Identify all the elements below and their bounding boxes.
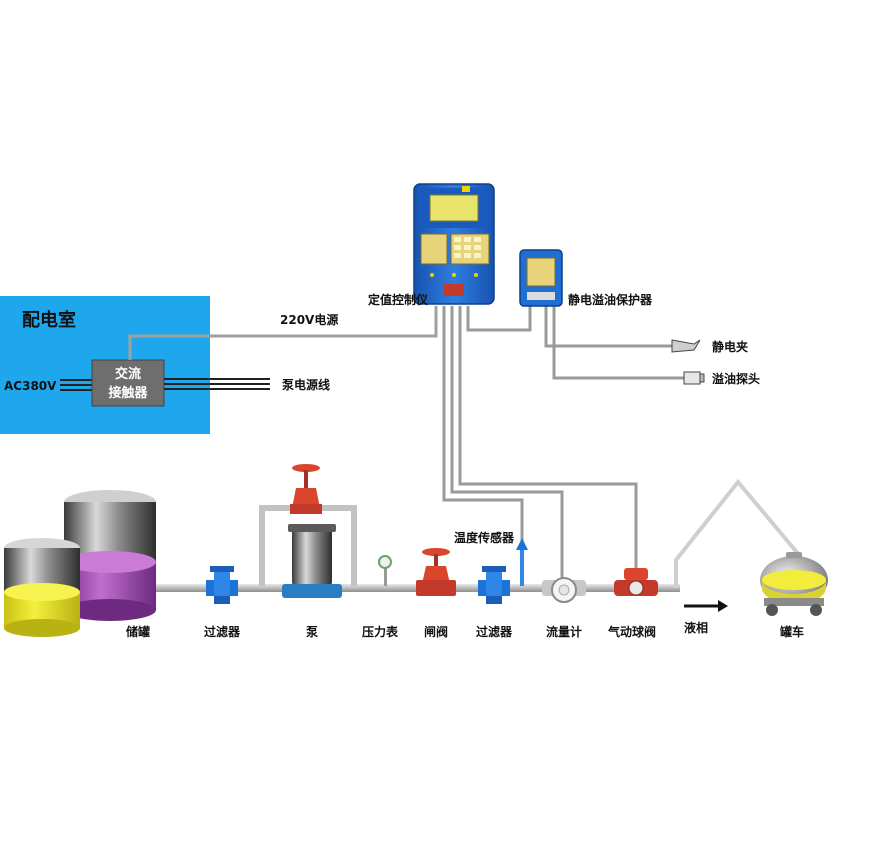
- contactor-box: [91, 359, 165, 407]
- tanker-wheel-left: [766, 604, 778, 616]
- overflow-probe-label: 溢油探头: [712, 371, 760, 386]
- storage-tanks: [4, 490, 156, 637]
- arrow-right-icon: [718, 600, 728, 612]
- flowmeter: [542, 577, 586, 603]
- pneumatic-ball-valve: [614, 568, 658, 596]
- gauge-icon: [378, 555, 392, 569]
- power-room: 配电室 AC380V 交流 接触器 泵电源线: [0, 296, 330, 434]
- overflow-probe: 溢油探头: [683, 371, 760, 386]
- label-gate-valve: 闸阀: [424, 624, 448, 639]
- label-tank: 储罐: [126, 624, 150, 639]
- controller-lcd: [429, 194, 479, 222]
- label-filter-1: 过滤器: [204, 624, 241, 639]
- protector-label: 静电溢油保护器: [568, 292, 653, 307]
- pressure-gauge: [378, 555, 392, 586]
- pump-power-lines: [164, 378, 270, 390]
- temp-sensor-icon: [516, 538, 528, 550]
- controller-label: 定值控制仪: [368, 292, 429, 307]
- temperature-sensor: 温度传感器: [454, 530, 528, 586]
- static-clamp-label: 静电夹: [712, 339, 748, 354]
- tanker: [760, 552, 828, 616]
- label-filter-2: 过滤器: [476, 624, 513, 639]
- tanker-chassis: [764, 598, 824, 606]
- label-pressure-gauge: 压力表: [362, 624, 399, 639]
- bypass-valve-handwheel: [292, 464, 320, 472]
- fixed-value-controller: 定值控制仪: [368, 183, 495, 307]
- label-flowmeter: 流量计: [546, 624, 582, 639]
- label-tanker: 罐车: [779, 624, 804, 639]
- temp-sensor-label: 温度传感器: [454, 530, 515, 545]
- component-labels: 储罐 过滤器 泵 压力表 闸阀 过滤器 流量计 气动球阀 液相 罐车: [126, 620, 804, 639]
- bypass-valve: [290, 464, 322, 514]
- gate-valve: [416, 548, 456, 596]
- protector-display: [526, 257, 556, 287]
- power-220v-label: 220V电源: [280, 312, 338, 327]
- controller-indicators: [430, 273, 478, 277]
- tanker-wheel-right: [810, 604, 822, 616]
- protector-label-plate: [527, 292, 555, 300]
- controller-side-panel: [420, 233, 448, 265]
- gate-valve-handwheel: [422, 548, 450, 556]
- main-pipe: [150, 584, 680, 592]
- probe-icon: [683, 371, 701, 385]
- pump-motor: [292, 528, 332, 586]
- filter-2: [478, 566, 510, 604]
- flow-arrow: [684, 600, 728, 612]
- static-clamp: 静电夹: [671, 339, 748, 354]
- controller-warning-label: [462, 186, 470, 192]
- pump-power-line-label: 泵电源线: [282, 377, 330, 392]
- keypad-keys: [454, 237, 481, 258]
- power-room-title: 配电室: [22, 309, 76, 331]
- loading-arm: [674, 478, 802, 588]
- label-liquid-phase: 液相: [684, 620, 708, 635]
- controller-terminal: [444, 284, 464, 296]
- contactor-label-1: 交流: [115, 366, 141, 382]
- pump: [282, 524, 342, 598]
- filter-1: [206, 566, 238, 604]
- clamp-icon: [671, 339, 701, 353]
- signal-cables: [442, 306, 684, 580]
- contactor-label-2: 接触器: [108, 385, 148, 401]
- label-pump: 泵: [306, 625, 318, 639]
- power-220v-line: 220V电源: [128, 306, 438, 360]
- static-overflow-protector: 静电溢油保护器: [519, 249, 653, 307]
- ac380-input-lines: [60, 379, 92, 391]
- pump-casing: [282, 584, 342, 598]
- label-ball-valve: 气动球阀: [607, 624, 656, 639]
- voltage-label: AC380V: [4, 379, 57, 393]
- ball-valve-actuator: [624, 568, 648, 580]
